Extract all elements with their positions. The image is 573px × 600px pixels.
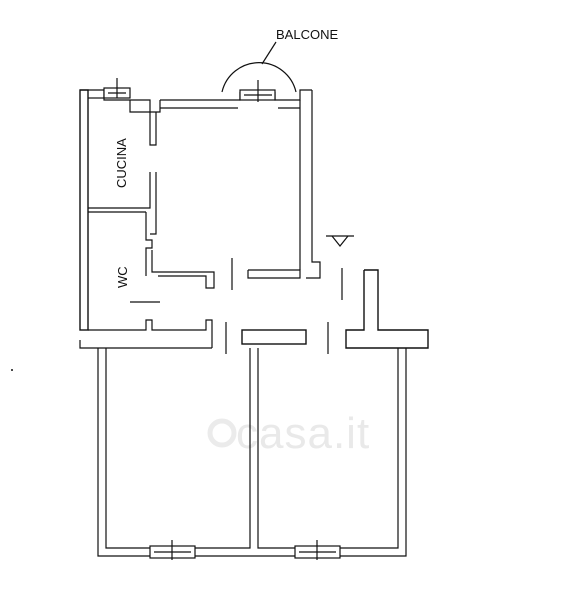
entry-wall bbox=[345, 269, 429, 349]
wc-partition-right bbox=[151, 250, 215, 289]
lower-middle-wall-2 bbox=[257, 348, 295, 549]
top-wall-right bbox=[274, 89, 312, 101]
balcony-leader bbox=[261, 41, 277, 65]
window-bottom-right bbox=[294, 540, 341, 560]
balcony: BALCONE bbox=[221, 27, 338, 93]
watermark-logo-icon bbox=[207, 418, 237, 448]
lower-left-wall-inner bbox=[105, 348, 150, 549]
upper-bottom-wall bbox=[88, 319, 213, 348]
stray-mark bbox=[11, 369, 13, 371]
watermark: casa.it bbox=[207, 409, 370, 458]
upper-bottom-wall-2 bbox=[79, 340, 212, 349]
kitchen-partition-lower-r bbox=[150, 172, 157, 235]
right-wall-upper bbox=[306, 90, 321, 279]
center-partition bbox=[241, 329, 307, 345]
left-outer-wall bbox=[79, 89, 89, 331]
cucina-label: CUCINA bbox=[114, 138, 129, 188]
window-bottom-left bbox=[149, 540, 196, 560]
top-wall-left bbox=[80, 89, 151, 112]
watermark-text: casa.it bbox=[236, 409, 370, 458]
top-wall-main bbox=[160, 92, 241, 101]
balcony-arc bbox=[221, 62, 297, 93]
wc-label: WC bbox=[115, 266, 130, 288]
kitchen-partition bbox=[149, 112, 157, 146]
top-wall-kitchen-right bbox=[129, 100, 161, 113]
lower-middle-wall-1 bbox=[195, 348, 251, 549]
hall-partition bbox=[247, 269, 301, 279]
lower-walls bbox=[97, 348, 407, 557]
lower-left-wall bbox=[97, 348, 150, 557]
balcone-label: BALCONE bbox=[276, 27, 338, 42]
windows bbox=[103, 78, 341, 560]
upper-walls bbox=[79, 89, 429, 354]
window-top-left bbox=[103, 78, 131, 99]
lower-right-wall-outer bbox=[340, 348, 407, 557]
entrance-marker-icon bbox=[326, 235, 354, 247]
lower-right-wall bbox=[340, 348, 399, 549]
window-balcony bbox=[239, 80, 276, 102]
kitchen-partition-lower bbox=[88, 172, 151, 209]
wc-partition bbox=[145, 212, 153, 276]
